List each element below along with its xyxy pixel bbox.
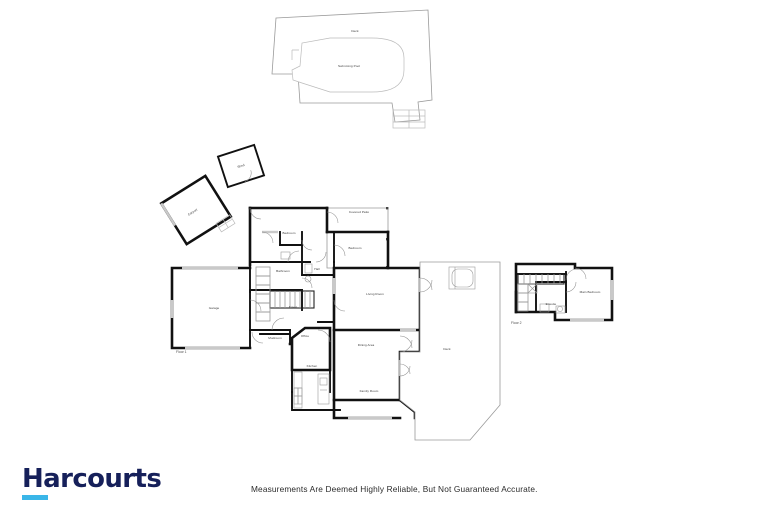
floor1-structure: Floor 1 Bedroom Bedroom Bathroom Hall Fo…: [170, 206, 501, 441]
label-bedroom-2: Bedroom: [349, 246, 362, 250]
label-foyer: Foyer: [289, 305, 297, 309]
stair-winders: [255, 266, 271, 322]
logo-text: Harcourts: [22, 464, 162, 494]
label-carport: Carport: [187, 208, 198, 217]
harcourts-logo: Harcourts: [22, 464, 162, 500]
pool-ledge: [291, 49, 299, 60]
kitchen-fixtures: [293, 371, 330, 409]
label-garage: Garage: [209, 306, 220, 310]
label-kitchen: Kitchen: [307, 364, 318, 368]
office-outline: [288, 326, 332, 372]
label-office: Office: [301, 334, 310, 338]
living-room-outline: [332, 266, 422, 332]
label-shed: Shed: [237, 163, 246, 169]
swimming-pool-outline: [291, 37, 405, 93]
patio-post-2: [386, 207, 389, 210]
label-floor-1: Floor 1: [176, 350, 187, 354]
floor2-fixtures: [527, 283, 566, 314]
door-arcs-floor1: [249, 207, 433, 377]
label-ensuite: Ensuite: [546, 302, 557, 306]
spa-tub: [448, 266, 476, 290]
label-swimming-pool: Swimming Pool: [338, 64, 360, 68]
logo-accent-underline: [22, 495, 48, 500]
carport-steps: [215, 214, 236, 233]
pool-steps: [392, 109, 426, 129]
bathroom-fixtures: [280, 251, 313, 283]
label-main-bedroom: Main Bedroom: [580, 290, 601, 294]
label-mudroom: Mudroom: [268, 336, 282, 340]
label-covered-patio: Covered Patio: [349, 210, 369, 214]
label-living-room: Living Room: [366, 292, 384, 296]
label-pool-deck: Deck: [351, 29, 359, 33]
main-deck-outline: [399, 261, 501, 441]
label-dining-area: Dining Area: [358, 343, 375, 347]
shed-door-arc: [244, 170, 252, 182]
carport-opening: [160, 202, 177, 227]
label-hall: Hall: [314, 267, 320, 271]
label-bedroom-1: Bedroom: [283, 231, 296, 235]
label-main-deck: Deck: [443, 347, 451, 351]
kitchen-outline: [291, 391, 341, 411]
staircase: [269, 290, 315, 309]
shed-group: Shed: [216, 143, 266, 189]
family-room-bottom: [332, 398, 402, 420]
floor2-door-arcs: [565, 267, 587, 293]
label-bathroom: Bathroom: [276, 269, 290, 273]
pool-area-group: Deck Swimming Pool: [271, 9, 433, 129]
floor2-staircase: [517, 273, 565, 312]
label-floor-2: Floor 2: [511, 321, 522, 325]
label-family-room: Family Room: [360, 389, 379, 393]
footer-bar: Harcourts Measurements Are Deemed Highly…: [0, 454, 768, 512]
disclaimer-text: Measurements Are Deemed Highly Reliable,…: [251, 484, 538, 494]
carport-group: Carport: [159, 174, 236, 246]
floor2-structure: Floor 2 Main Bedroom Ensuite: [511, 262, 614, 325]
